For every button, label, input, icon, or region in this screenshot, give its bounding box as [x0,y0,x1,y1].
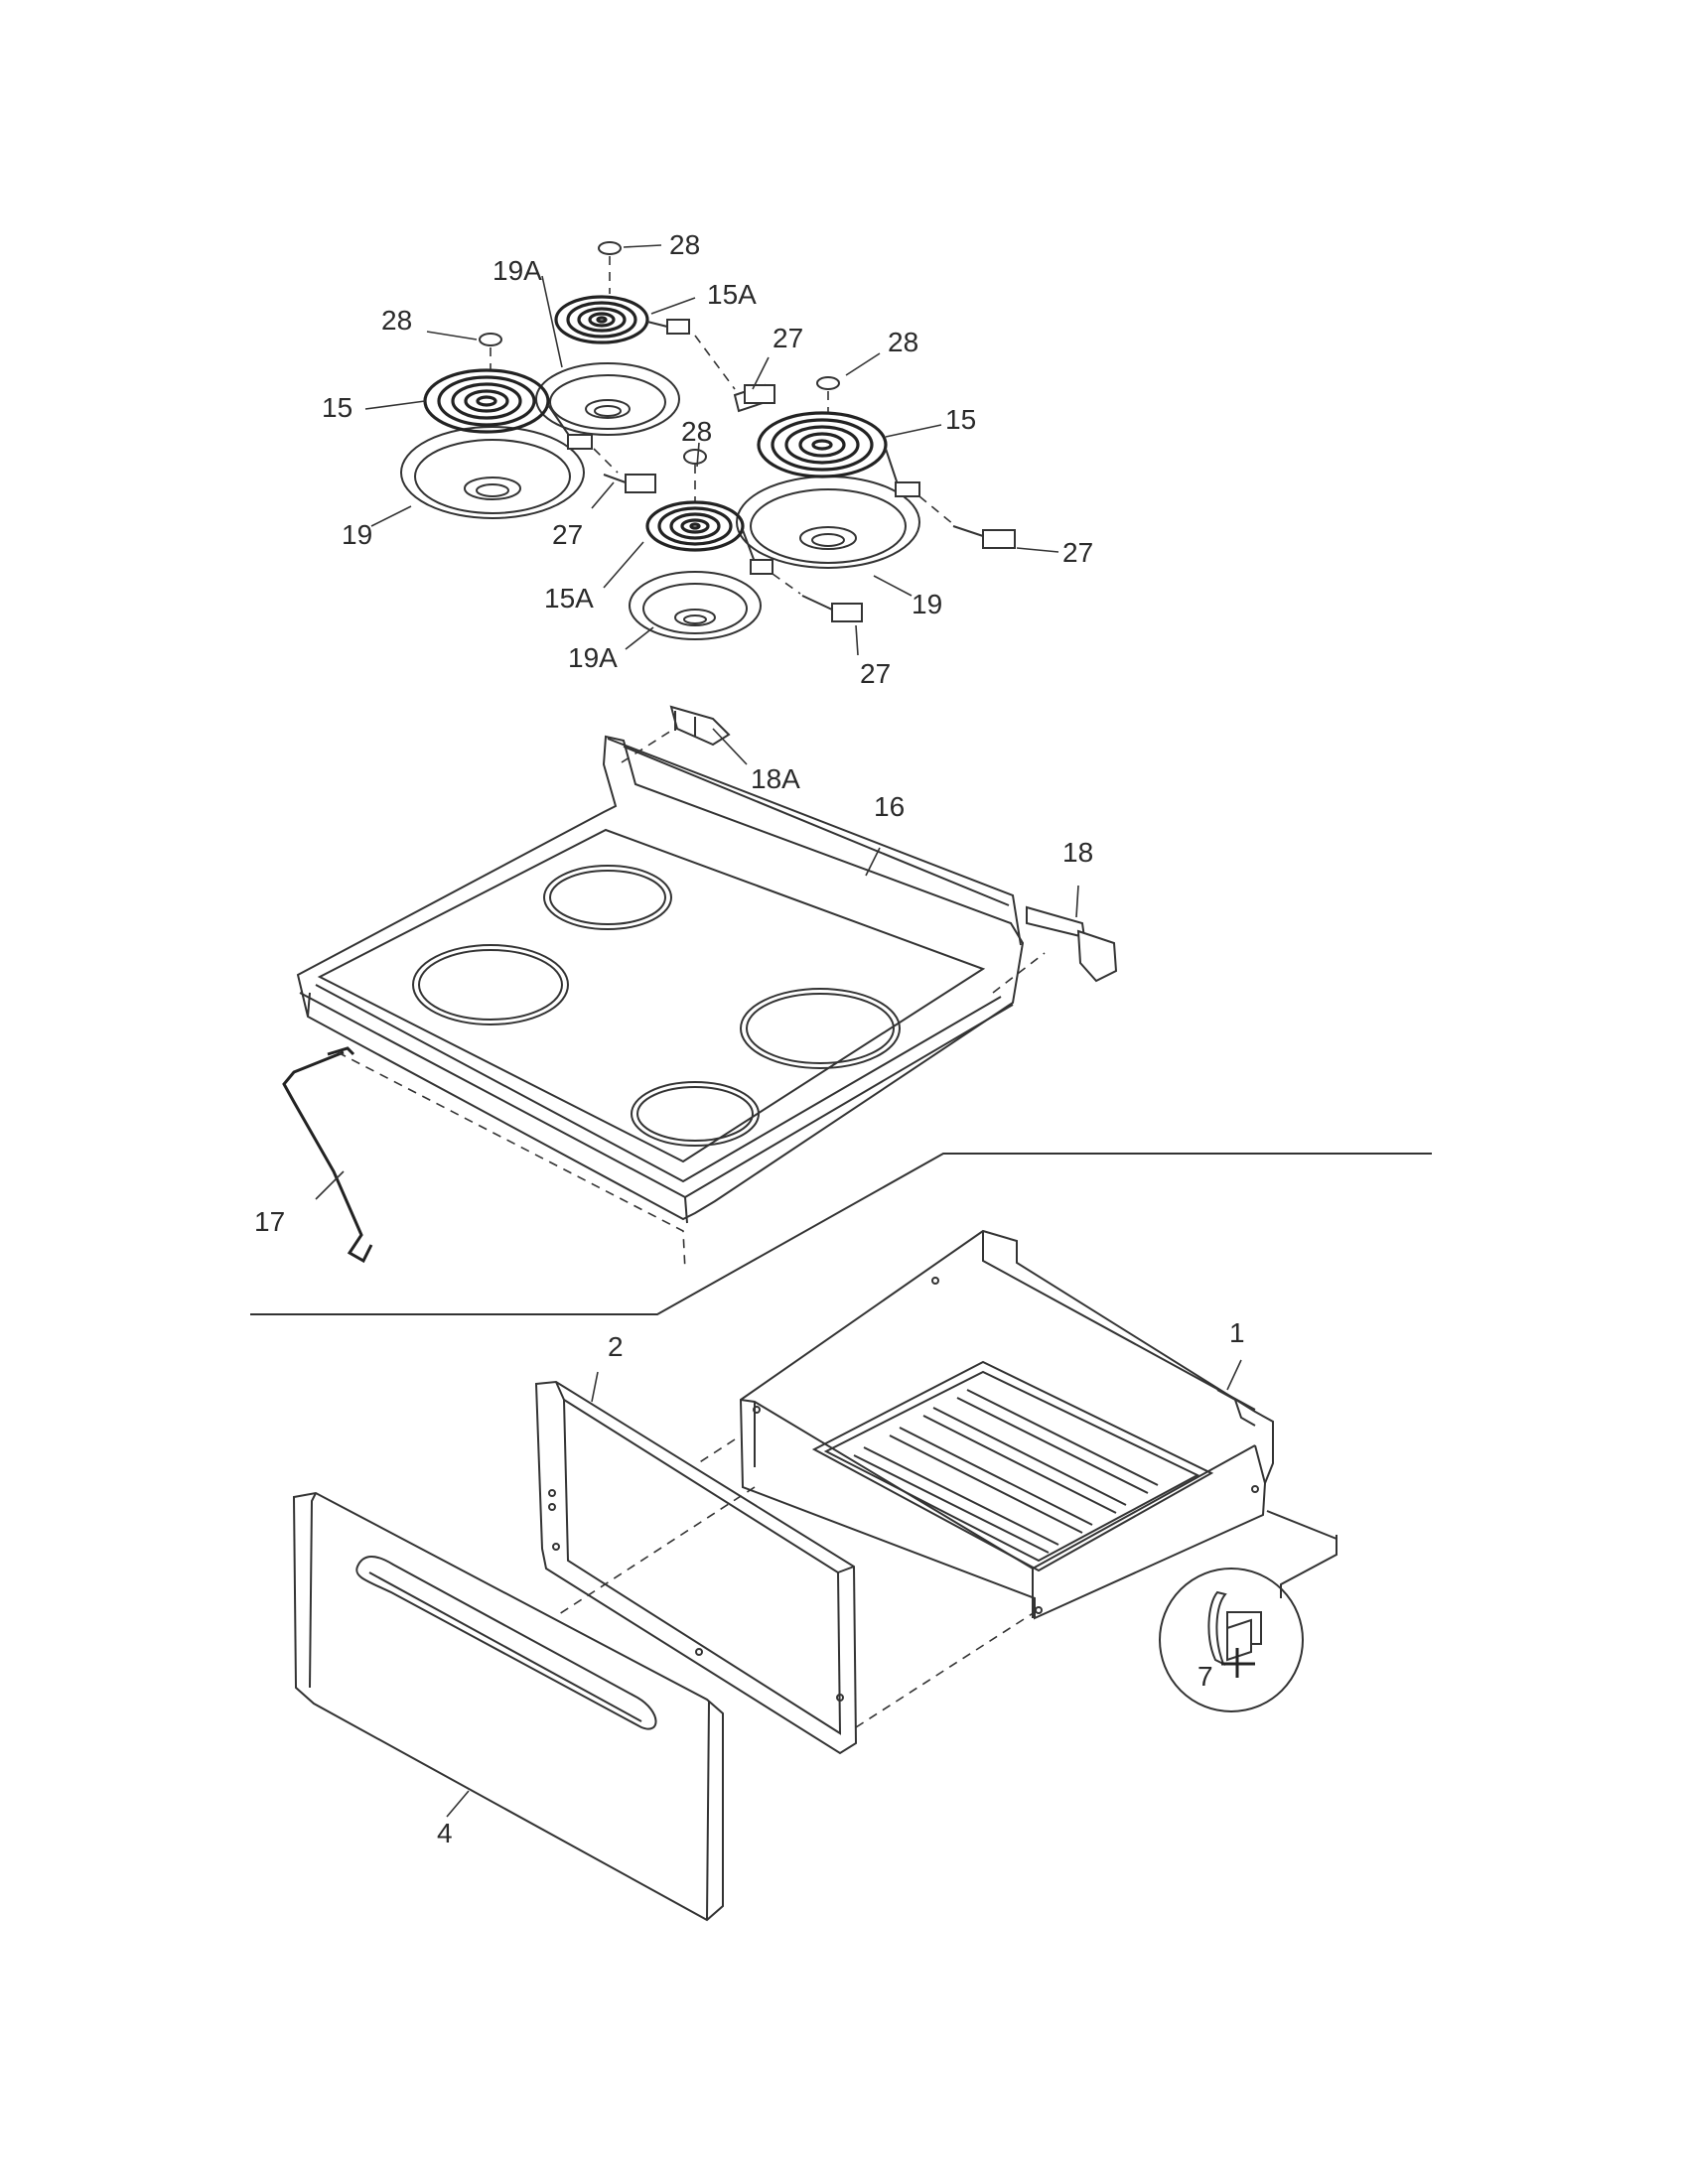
hinge-bracket-18a [669,705,731,747]
element-cap-28-right [816,376,840,390]
drip-bowl-19-right [736,476,920,569]
drawer-assembly [292,1229,1337,1922]
callout-15a-top: 15A [707,279,757,310]
callout-27-bottom: 27 [860,658,891,689]
callout-27-left: 27 [552,519,583,550]
callout-15-left: 15 [322,392,352,423]
element-cap-28-left [479,333,502,346]
cooktop-opening-left-front [412,944,569,1025]
drip-bowl-19-left [400,426,585,519]
callout-15a-bottom: 15A [544,583,594,614]
callout-19-left: 19 [342,519,372,550]
cooktop-opening-left-rear [543,865,672,930]
receptacle-27-right [918,495,1016,549]
callout-16: 16 [874,791,905,822]
callout-4: 4 [437,1818,453,1848]
drawer-frame-2 [534,1380,858,1755]
drawer-panel-4 [292,1491,724,1922]
receptacle-27-top [694,335,775,413]
callout-2: 2 [608,1331,624,1362]
hinge-bracket-18 [1026,905,1118,983]
drawer-glide-detail-7 [1159,1510,1337,1712]
surface-element-15a-bottom [645,500,774,575]
element-cap-28-top [598,241,622,255]
surface-element-15-right [757,411,920,497]
callout-28-center: 28 [681,416,712,447]
callout-15-right: 15 [945,404,976,435]
callout-18: 18 [1062,837,1093,868]
callout-7: 7 [1197,1661,1213,1692]
cooktop-opening-right-rear [740,988,901,1069]
callout-labels: 28 19A 15A 28 27 28 15 28 15 19 27 27 15… [254,229,1245,1848]
callout-28-right: 28 [888,327,918,357]
receptacle-27-left [593,448,656,493]
callout-28-left: 28 [381,305,412,336]
surface-element-15a-top [554,295,690,344]
callout-28-top: 28 [669,229,700,260]
callout-19-right: 19 [912,589,942,619]
section-divider-line [250,1153,1432,1315]
leader-lines [315,244,1242,1818]
drip-bowl-19a-bottom [629,571,762,640]
receptacle-27-bottom [772,573,863,622]
support-rod-17 [282,1046,373,1264]
callout-17: 17 [254,1206,285,1237]
callout-1: 1 [1229,1317,1245,1348]
callout-19a-top: 19A [492,255,542,286]
callout-27-right: 27 [1062,537,1093,568]
cooktop-opening-right-front [631,1081,760,1147]
element-cap-28-center [683,449,707,465]
drip-bowl-19a-top [535,362,680,436]
callout-19a-bottom: 19A [568,642,618,673]
callout-18a: 18A [751,763,800,794]
drawer-body-1 [739,1229,1274,1620]
cooktop-assembly [250,705,1432,1315]
main-top-16 [296,735,1025,1221]
callout-27-top: 27 [773,323,803,353]
